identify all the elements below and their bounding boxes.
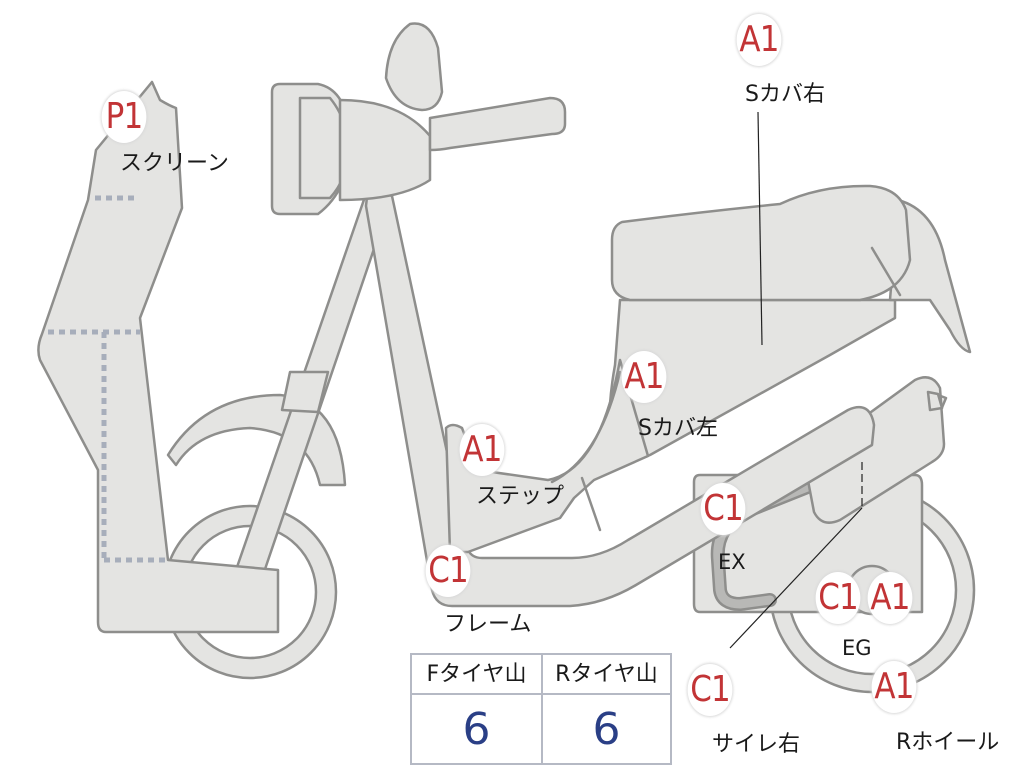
handlebar-drawing (428, 96, 567, 152)
mirror-drawing (384, 22, 444, 112)
front-tire-value: 6 (462, 704, 491, 755)
grade-badge-scover-right[interactable]: A1 (736, 14, 782, 66)
grade-badge-screen[interactable]: P1 (101, 91, 147, 143)
part-label-rear-wheel: Rホイール (896, 730, 1000, 755)
frame-drawing (364, 186, 876, 608)
front-cowl-drawing (37, 80, 280, 634)
part-label-scover-left: Sカバ左 (638, 416, 718, 441)
grade-badge-engine-c[interactable]: C1 (815, 572, 861, 624)
part-label-engine: EG (842, 636, 872, 660)
grade-badge-rear-wheel[interactable]: A1 (871, 661, 917, 713)
front-tire-header: Fタイヤ山 (412, 655, 541, 695)
part-label-frame: フレーム (444, 612, 532, 637)
grade-badge-engine-a[interactable]: A1 (867, 572, 913, 624)
part-label-step: ステップ (476, 484, 565, 509)
part-label-screen: スクリーン (120, 151, 229, 176)
seat-drawing (610, 184, 912, 302)
grade-badge-frame[interactable]: C1 (425, 545, 471, 597)
grade-badge-scover-left[interactable]: A1 (621, 351, 667, 403)
rear-tire-value: 6 (592, 704, 621, 755)
table-divider (541, 655, 543, 765)
grade-badge-muffler-right[interactable]: C1 (687, 664, 733, 716)
grade-badge-exhaust[interactable]: C1 (700, 483, 746, 535)
part-label-scover-right: Sカバ右 (745, 82, 825, 107)
muffler-leader (729, 507, 863, 649)
part-label-muffler-right: サイレ右 (712, 732, 801, 757)
part-label-exhaust: EX (718, 550, 746, 574)
tail-cowl-drawing (888, 198, 972, 354)
scover-right-leader (757, 111, 763, 346)
tire-tread-table: Fタイヤ山 Rタイヤ山 6 6 (410, 653, 672, 765)
grade-badge-step[interactable]: A1 (459, 424, 505, 476)
rear-tire-header: Rタイヤ山 (543, 655, 670, 695)
